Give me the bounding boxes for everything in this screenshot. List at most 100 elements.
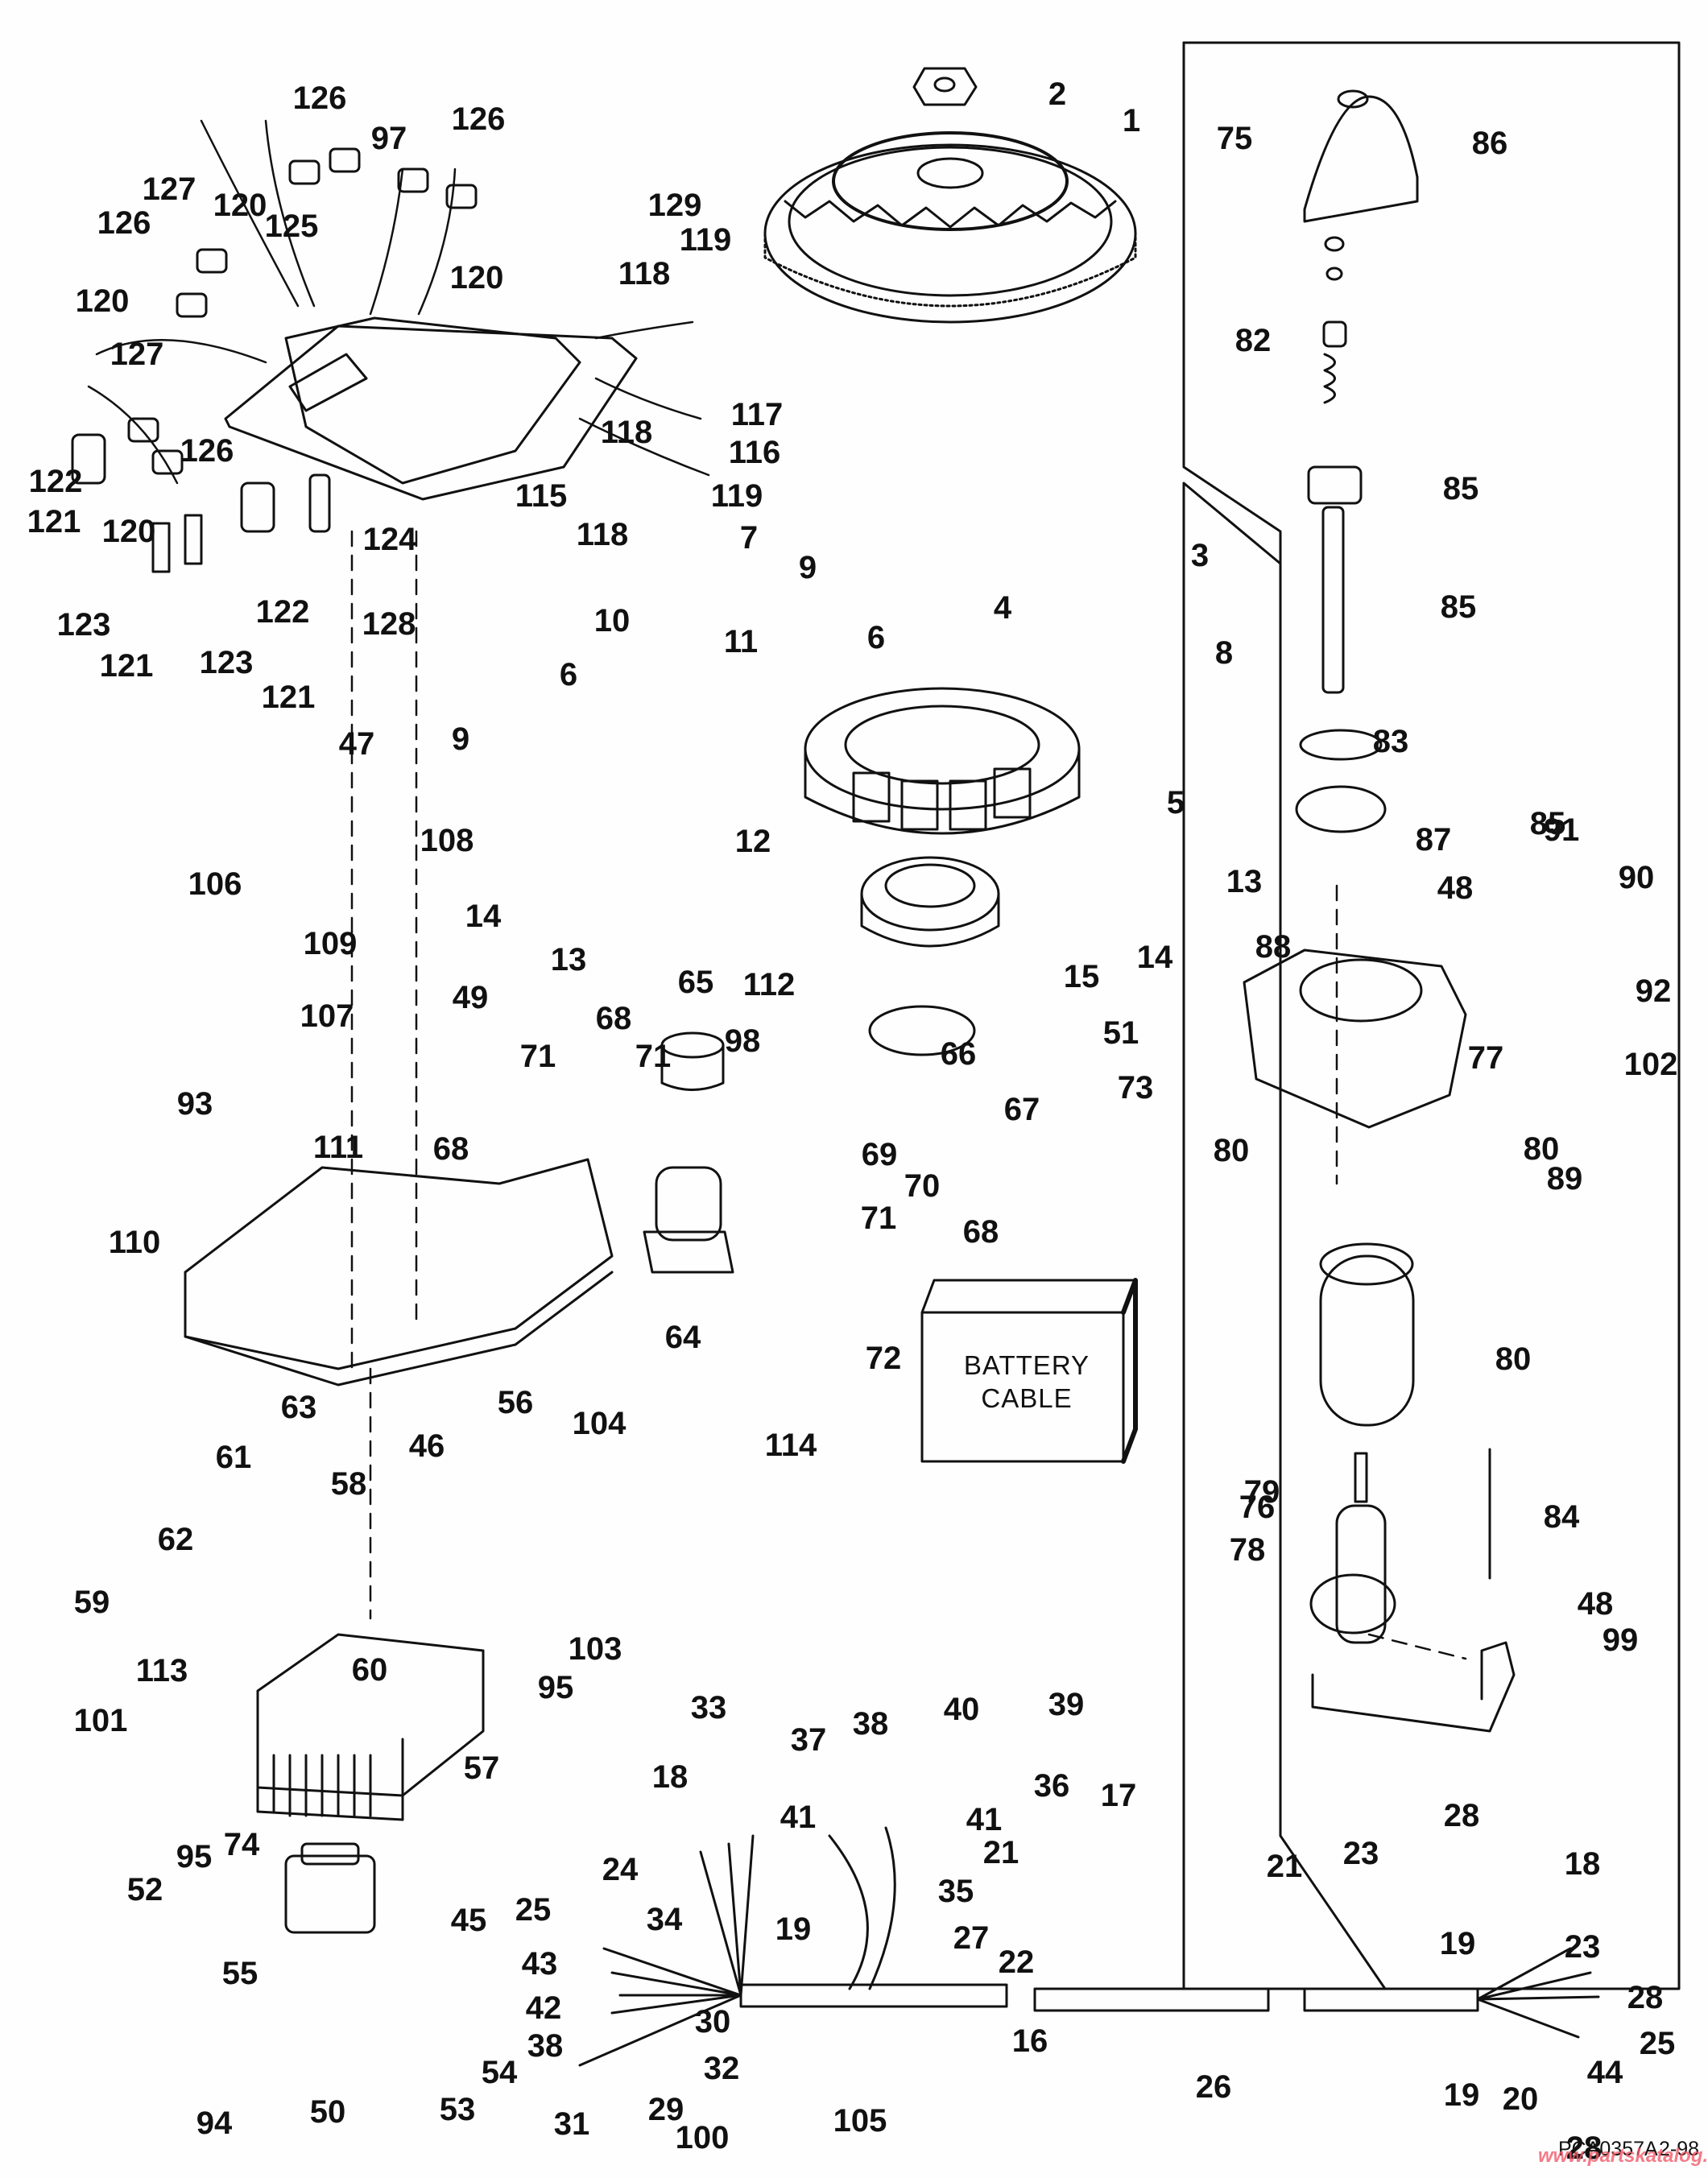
part-callout-17: 17: [1100, 1778, 1137, 1813]
part-callout-86: 86: [1471, 126, 1508, 161]
drive-shaft: [1321, 506, 1345, 694]
part-callout-106: 106: [188, 866, 242, 902]
end-cap: [1309, 1573, 1396, 1635]
part-callout-126: 126: [451, 101, 506, 137]
part-callout-37: 37: [790, 1722, 827, 1758]
part-callout-90: 90: [1618, 860, 1655, 895]
part-callout-123: 123: [56, 607, 111, 643]
part-callout-23: 23: [1564, 1929, 1601, 1965]
part-callout-79: 79: [1243, 1474, 1280, 1510]
part-callout-46: 46: [408, 1428, 445, 1464]
flywheel: [763, 131, 1137, 324]
part-callout-112: 112: [742, 967, 796, 1002]
wiring-harness: [578, 1826, 1600, 2067]
part-callout-103: 103: [568, 1631, 622, 1667]
battery-cable-box: [920, 1278, 1138, 1464]
part-callout-1: 1: [1122, 103, 1141, 138]
part-callout-14: 14: [465, 899, 502, 934]
part-callout-121: 121: [261, 680, 316, 715]
battery-cable-line-1: BATTERY: [963, 1350, 1090, 1380]
starter-solenoid: [643, 1166, 734, 1274]
part-callout-28: 28: [1443, 1798, 1480, 1833]
pinion-stop-stack: [1322, 236, 1347, 404]
part-callout-11: 11: [723, 624, 759, 659]
thrust-plate: [1299, 729, 1383, 761]
part-callout-80: 80: [1495, 1341, 1532, 1377]
part-callout-21: 21: [1266, 1849, 1303, 1884]
part-callout-27: 27: [953, 1920, 990, 1956]
part-callout-66: 66: [940, 1036, 977, 1072]
part-callout-38: 38: [527, 2028, 564, 2064]
part-callout-129: 129: [647, 188, 702, 223]
part-callout-51: 51: [1102, 1015, 1139, 1051]
part-callout-26: 26: [1195, 2069, 1232, 2105]
part-callout-28: 28: [1565, 2130, 1603, 2166]
flywheel-nut: [912, 67, 978, 106]
rectifier: [256, 1633, 485, 1821]
part-callout-85: 85: [1440, 589, 1477, 625]
part-callout-123: 123: [199, 645, 254, 680]
part-callout-54: 54: [481, 2055, 518, 2090]
figure-date: 2-98: [1659, 2138, 1700, 2160]
part-callout-101: 101: [73, 1703, 128, 1738]
part-callout-122: 122: [255, 594, 310, 630]
part-callout-120: 120: [101, 514, 156, 549]
timer-base: [860, 856, 1000, 948]
part-callout-31: 31: [553, 2106, 590, 2142]
part-callout-53: 53: [439, 2092, 476, 2127]
part-callout-72: 72: [865, 1341, 902, 1376]
part-callout-70: 70: [904, 1168, 941, 1204]
ignition-coil: [284, 1842, 376, 1934]
part-callout-25: 25: [515, 1892, 552, 1928]
part-callout-48: 48: [1577, 1586, 1614, 1622]
part-callout-41: 41: [780, 1800, 817, 1835]
part-callout-61: 61: [215, 1440, 252, 1475]
part-callout-110: 110: [108, 1225, 161, 1260]
part-callout-20: 20: [1502, 2081, 1539, 2117]
part-callout-111: 111: [312, 1130, 364, 1165]
part-callout-59: 59: [73, 1585, 110, 1620]
part-callout-82: 82: [1234, 323, 1272, 358]
part-callout-19: 19: [775, 1911, 812, 1947]
part-callout-120: 120: [75, 283, 130, 319]
part-callout-126: 126: [180, 433, 234, 469]
part-callout-127: 127: [142, 172, 196, 207]
drive-gear: [1295, 785, 1387, 833]
part-callout-3: 3: [1190, 538, 1210, 573]
part-callout-15: 15: [1063, 959, 1100, 994]
part-callout-22: 22: [998, 1944, 1035, 1980]
figure-code: PCA0357A: [1558, 2138, 1658, 2160]
part-callout-68: 68: [595, 1001, 632, 1036]
part-callout-67: 67: [1003, 1092, 1040, 1127]
part-callout-32: 32: [703, 2051, 740, 2086]
starter-head: [1243, 948, 1467, 1129]
part-callout-71: 71: [860, 1201, 897, 1236]
part-callout-34: 34: [646, 1902, 683, 1937]
part-callout-30: 30: [694, 2004, 731, 2040]
spark-plug-boots: [71, 147, 478, 573]
part-callout-117: 117: [730, 397, 784, 432]
part-callout-13: 13: [1226, 864, 1263, 899]
battery-cable-label: BATTERY CABLE: [934, 1349, 1119, 1415]
part-callout-120: 120: [449, 260, 504, 295]
part-callout-41: 41: [966, 1802, 1003, 1837]
retaining-ring: [868, 1005, 976, 1056]
part-callout-104: 104: [572, 1406, 627, 1441]
part-callout-100: 100: [675, 2120, 730, 2155]
part-callout-16: 16: [1011, 2023, 1048, 2059]
part-callout-120: 120: [213, 188, 267, 223]
part-callout-65: 65: [677, 965, 714, 1000]
part-callout-99: 99: [1602, 1622, 1639, 1658]
part-callout-13: 13: [550, 942, 587, 977]
part-callout-19: 19: [1439, 1926, 1476, 1961]
starter-drive-cap: [1303, 89, 1419, 223]
part-callout-18: 18: [651, 1759, 689, 1795]
part-callout-77: 77: [1467, 1040, 1504, 1076]
part-callout-105: 105: [833, 2103, 887, 2139]
part-callout-6: 6: [559, 657, 578, 692]
part-callout-12: 12: [734, 824, 771, 859]
part-callout-36: 36: [1033, 1768, 1070, 1804]
part-callout-62: 62: [157, 1522, 194, 1557]
part-callout-56: 56: [497, 1385, 534, 1420]
part-callout-75: 75: [1216, 121, 1253, 156]
